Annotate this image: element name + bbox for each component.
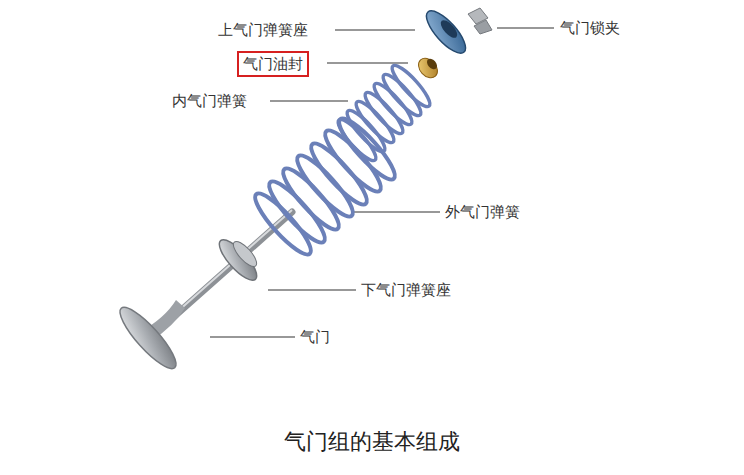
part-label: 内气门弹簧 [172,92,247,110]
leader-lines [210,28,554,337]
valve-oil-seal [415,54,442,81]
part-label: 气门锁夹 [560,19,620,37]
inner-spring [334,61,435,164]
figure-caption: 气门组的基本组成 [284,428,460,456]
lower-spring-seat [214,235,262,286]
node-text: 气门油封 [243,55,307,73]
valve [113,210,292,375]
part-label: 外气门弹簧 [445,203,520,221]
part-label: 上气门弹簧座 [218,21,308,39]
part-label: 气门 [300,328,330,346]
upper-spring-seat [421,5,472,59]
part-label: 下气门弹簧座 [361,281,451,299]
valve-keepers [468,8,492,34]
highlight-box: 气门油封 [237,51,309,77]
